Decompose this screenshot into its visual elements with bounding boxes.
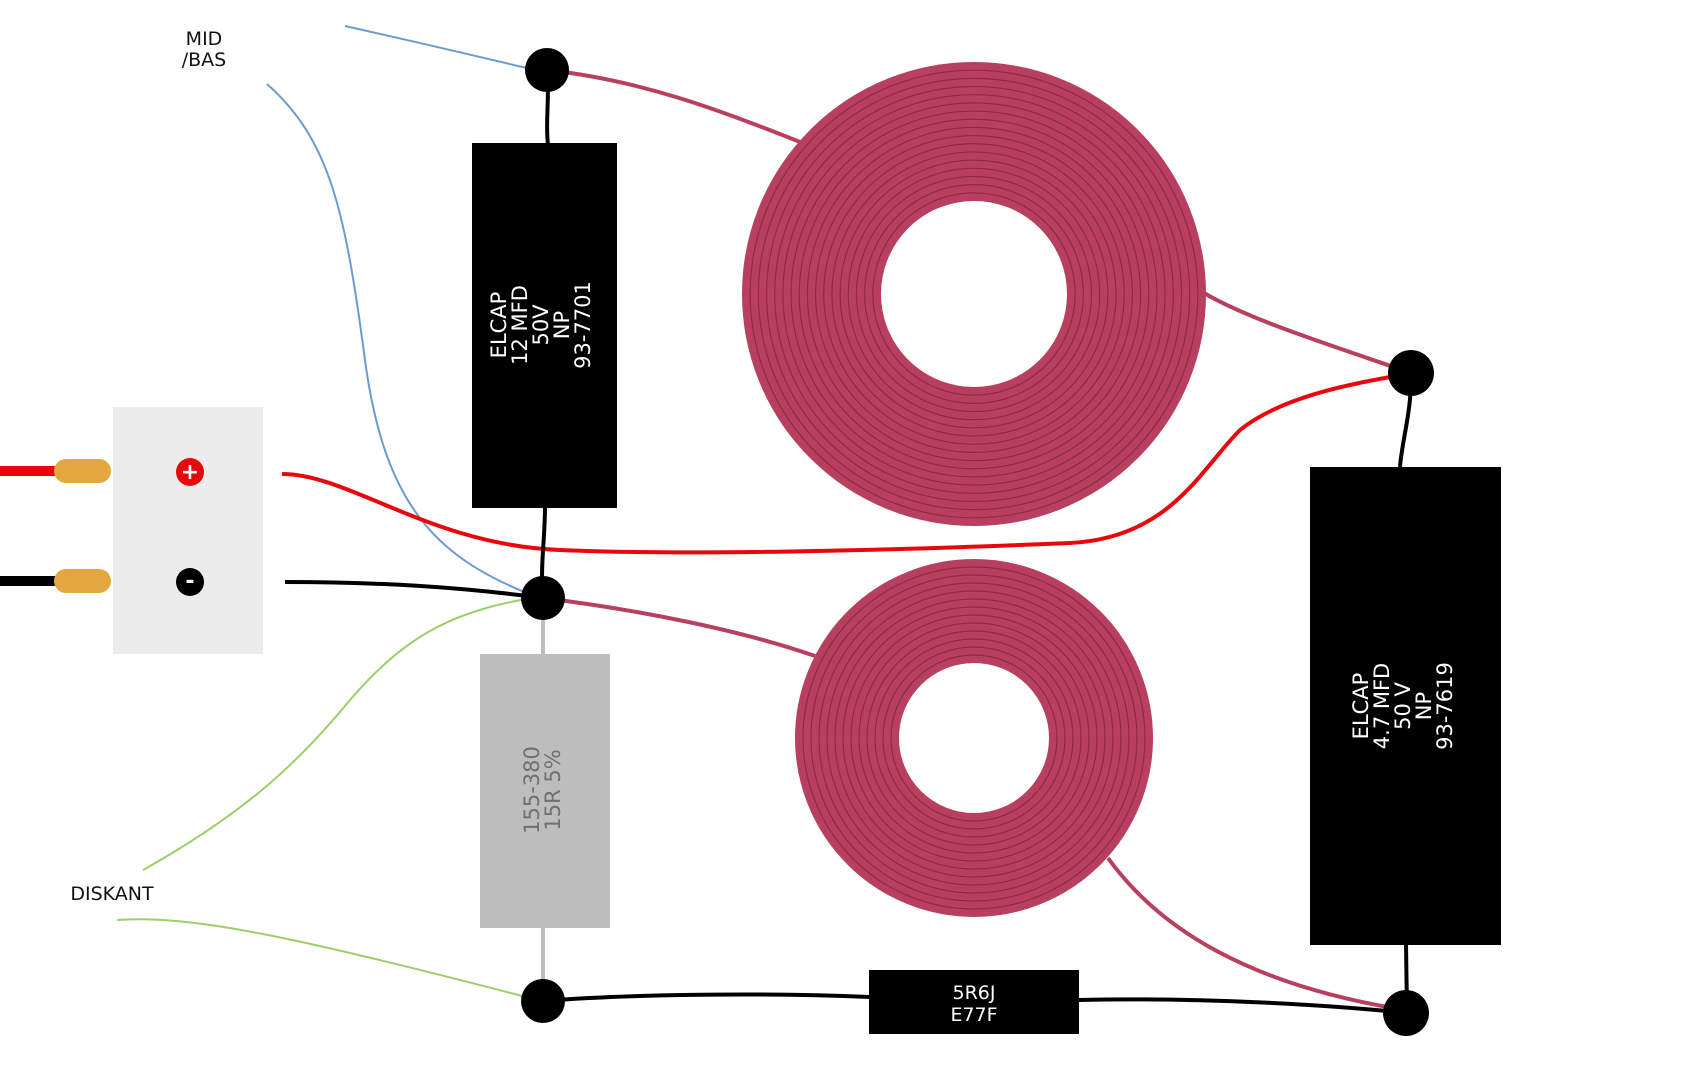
label-mid: MID: [186, 28, 223, 50]
coil-large-winding: [790, 110, 1158, 478]
node-middle: [521, 576, 565, 620]
coil-large-body: [742, 62, 1206, 526]
coil-large-winding: [774, 94, 1174, 494]
node-top: [525, 48, 569, 92]
coil-large-winding: [765, 85, 1183, 503]
coil-large: [742, 62, 1206, 526]
capacitor-12mfd-line5: 93-7701: [571, 281, 595, 369]
capacitor-12mfd-line1: ELCAP: [487, 292, 511, 359]
capacitor-4-7mfd-line4: NP: [1412, 692, 1436, 720]
node-bottom-right: [1383, 990, 1429, 1036]
terminal-negative-label: -: [185, 569, 194, 594]
coil-large-winding: [806, 126, 1142, 462]
coil-small-winding: [818, 582, 1130, 894]
label-diskant: DISKANT: [70, 883, 154, 905]
resistor-15r-line2: 15R 5%: [541, 749, 565, 830]
terminal-positive-label: +: [181, 460, 199, 485]
resistor-5r6-body: [869, 970, 1079, 1034]
capacitor-4-7mfd-line5: 93-7619: [1433, 662, 1457, 750]
wire-diskant-upper: [142, 596, 538, 871]
resistor-5r6-line1: 5R6J: [953, 982, 996, 1004]
capacitor-4-7mfd: ELCAP 4.7 MFD 50 V NP 93-7619: [1310, 467, 1501, 945]
coil-large-winding: [847, 167, 1101, 421]
coil-small-winding: [882, 646, 1066, 830]
terminal-block: + -: [0, 407, 263, 654]
coil-large-winding: [814, 134, 1134, 454]
coil-small-winding: [850, 614, 1098, 862]
node-right: [1388, 350, 1434, 396]
wire-diskant-lower: [116, 918, 546, 1003]
wire-small-coil-to-bottom-node: [1106, 856, 1406, 1012]
wire-mid-bas-mid: [266, 83, 538, 598]
terminal-negative-icon: [176, 568, 204, 596]
coil-large-winding: [864, 184, 1084, 404]
coil-small-winding: [890, 654, 1058, 822]
resistor-15r-line1: 155-380: [520, 746, 544, 834]
coil-large-winding: [831, 151, 1117, 437]
capacitor-4-7mfd-line2: 4.7 MFD: [1370, 663, 1394, 749]
coil-large-winding: [782, 102, 1166, 486]
label-bas: /BAS: [182, 49, 227, 71]
wire-positive: [281, 371, 1412, 555]
coil-large-winding: [749, 69, 1199, 519]
capacitor-4-7mfd-line3: 50 V: [1391, 681, 1415, 729]
wire-negative: [284, 580, 544, 600]
wire-coil-to-right-node: [1202, 291, 1412, 375]
wire-bottom-left: [542, 992, 871, 1003]
coil-small-winding: [826, 590, 1122, 886]
wire-mid-node-to-small-coil: [542, 596, 816, 658]
wire-bottom-right: [1077, 997, 1408, 1015]
resistor-5r6: 5R6J E77F: [869, 970, 1079, 1034]
capacitor-12mfd-body: [472, 143, 617, 508]
capacitor-12mfd: ELCAP 12 MFD 50V NP 93-7701: [472, 143, 617, 508]
coil-small-winding: [810, 574, 1138, 902]
coil-large-winding: [872, 192, 1076, 396]
coil-large-winding: [757, 77, 1191, 511]
wire-top-node-to-coil: [546, 68, 801, 144]
capacitor-12mfd-line3: 50V: [529, 304, 553, 346]
coil-small: [795, 559, 1153, 917]
resistor-5r6-line2: E77F: [950, 1004, 997, 1026]
junction-nodes: [521, 48, 1434, 1036]
capacitor-12mfd-line4: NP: [550, 311, 574, 339]
coil-small-winding: [866, 630, 1082, 846]
node-bottom-left: [521, 979, 565, 1023]
resistor-15r-body: [480, 654, 610, 928]
terminal-positive-icon: [176, 458, 204, 486]
wire-mid-bas-top: [344, 25, 536, 71]
coil-large-winding: [823, 143, 1125, 445]
coil-small-winding: [874, 638, 1074, 838]
coil-small-body: [795, 559, 1153, 917]
resistor-15r: 155-380 15R 5%: [480, 654, 610, 928]
plug-negative: [54, 569, 111, 593]
coil-small-winding: [834, 598, 1114, 878]
wires: [116, 25, 1414, 1015]
coil-large-winding: [839, 159, 1109, 429]
plug-positive: [54, 459, 111, 483]
capacitor-4-7mfd-line1: ELCAP: [1349, 673, 1373, 740]
terminal-plate: [113, 407, 263, 654]
coil-small-winding: [858, 622, 1090, 854]
capacitor-12mfd-line2: 12 MFD: [508, 285, 532, 365]
capacitor-4-7mfd-body: [1310, 467, 1501, 945]
coil-large-winding: [798, 118, 1150, 470]
coil-large-winding: [855, 175, 1093, 413]
coil-small-winding: [842, 606, 1106, 870]
coil-small-winding: [802, 566, 1146, 910]
